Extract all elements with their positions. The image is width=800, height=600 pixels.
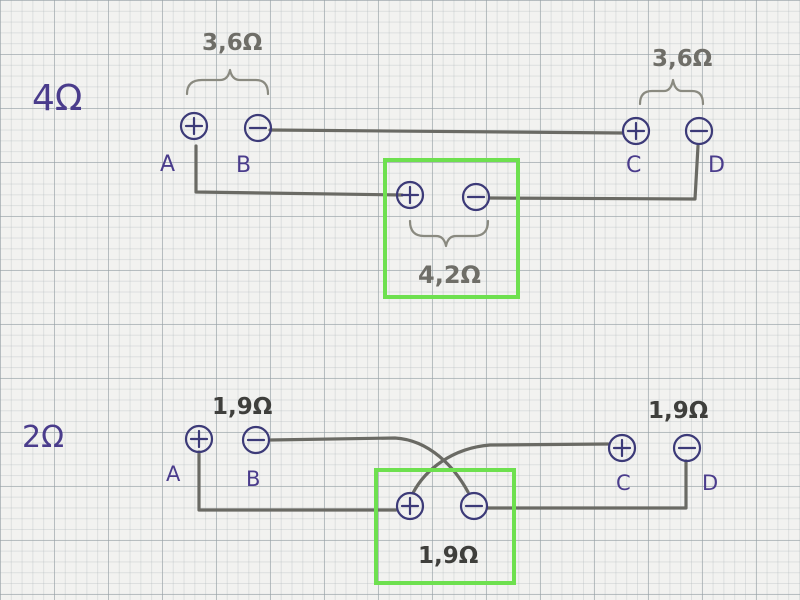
top-right-pair-impedance: 3,6Ω bbox=[652, 46, 712, 72]
bottom-left-pair-impedance: 1,9Ω bbox=[212, 394, 272, 420]
top-circuit: 4Ω 3,6Ω 3,6Ω 4,2Ω bbox=[32, 30, 725, 299]
bottom-wire-center-minus-to-d bbox=[486, 459, 688, 510]
top-label-a: A bbox=[160, 152, 175, 177]
bottom-right-pair-impedance: 1,9Ω bbox=[648, 398, 708, 424]
bottom-wire-b-to-center-minus bbox=[268, 436, 470, 494]
bottom-circuit: 2Ω 1,9Ω 1,9Ω 1,9Ω bbox=[22, 394, 718, 585]
bottom-wire-a-to-center-plus bbox=[197, 450, 398, 512]
bottom-label-d: D bbox=[702, 471, 718, 495]
bottom-center-plus-terminal-icon bbox=[395, 491, 425, 521]
bottom-label-a: A bbox=[166, 462, 181, 486]
top-label-c: C bbox=[626, 153, 641, 178]
bottom-wire-c-to-center-plus bbox=[411, 442, 610, 495]
top-wire-b-to-c bbox=[268, 128, 624, 135]
top-terminal-b-minus-icon bbox=[243, 113, 273, 143]
top-center-plus-terminal-icon bbox=[395, 180, 425, 210]
bottom-terminal-b-minus-icon bbox=[241, 425, 271, 455]
bottom-center-highlight-box bbox=[374, 468, 516, 585]
top-total-impedance: 4Ω bbox=[32, 78, 82, 119]
bottom-label-c: C bbox=[616, 471, 631, 495]
bottom-terminal-d-minus-icon bbox=[672, 433, 702, 463]
top-terminal-d-minus-icon bbox=[684, 116, 714, 146]
top-wire-center-minus-to-d bbox=[488, 144, 700, 201]
top-label-b: B bbox=[236, 153, 251, 178]
bottom-label-b: B bbox=[246, 467, 260, 491]
top-center-highlight-box bbox=[383, 158, 520, 299]
top-left-brace bbox=[185, 68, 270, 96]
top-left-pair-impedance: 3,6Ω bbox=[202, 30, 262, 56]
top-terminal-a-plus-icon bbox=[179, 111, 209, 141]
top-right-brace bbox=[638, 78, 705, 106]
top-label-d: D bbox=[708, 153, 725, 178]
top-wire-a-to-center-plus bbox=[194, 144, 404, 197]
bottom-terminal-a-plus-icon bbox=[184, 424, 214, 454]
bottom-center-impedance: 1,9Ω bbox=[418, 543, 478, 569]
top-center-brace bbox=[408, 219, 490, 248]
bottom-terminal-c-plus-icon bbox=[607, 433, 637, 463]
bottom-total-impedance: 2Ω bbox=[22, 420, 64, 455]
top-terminal-c-plus-icon bbox=[621, 116, 651, 146]
top-center-minus-terminal-icon bbox=[461, 182, 491, 212]
top-center-impedance: 4,2Ω bbox=[418, 261, 481, 289]
bottom-center-minus-terminal-icon bbox=[459, 491, 489, 521]
